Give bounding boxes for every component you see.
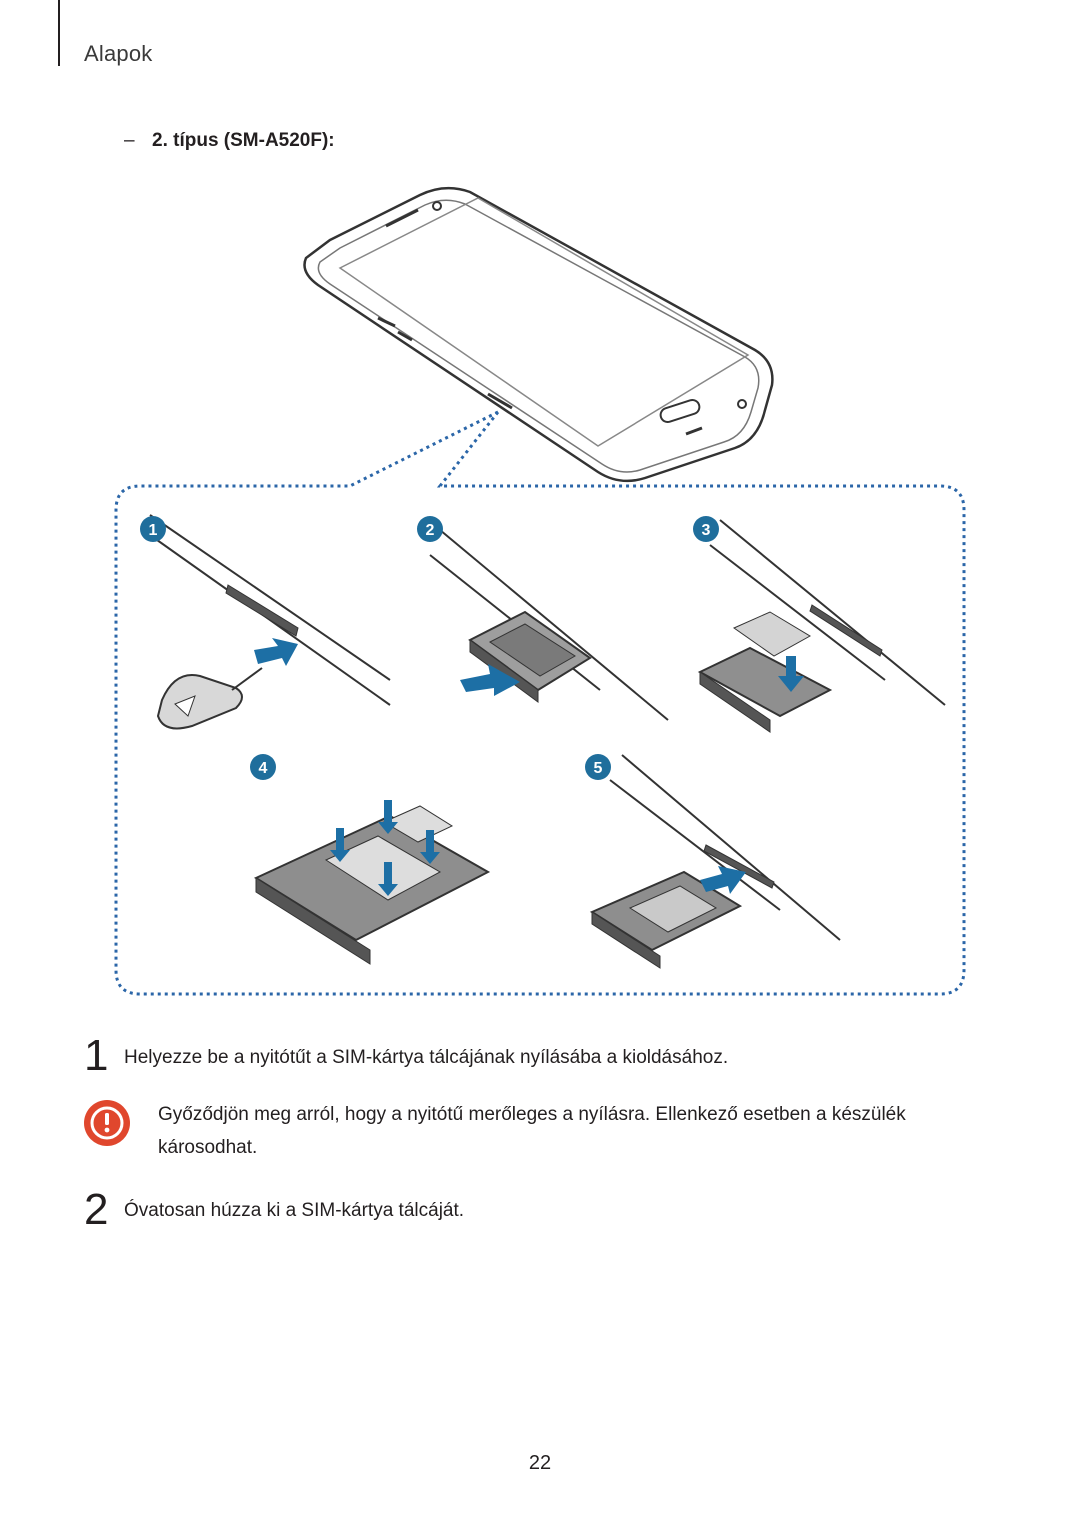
- page-number: 22: [528, 1452, 552, 1474]
- phone-illustration: [303, 186, 774, 483]
- svg-text:3: 3: [702, 522, 711, 539]
- step-badge-2: 2: [417, 516, 443, 542]
- step-5-illustration: [589, 754, 841, 969]
- pull-arrow-icon: [460, 664, 520, 696]
- step-4-illustration: [253, 800, 491, 965]
- step-2-illustration: [429, 529, 669, 721]
- place-arrow-icon-a: [330, 828, 350, 862]
- place-arrow-icon-b: [378, 800, 398, 834]
- svg-text:2: 2: [426, 522, 435, 539]
- step-badges: 1 2 3 4 5: [140, 516, 719, 780]
- caution-icon: [84, 1100, 130, 1146]
- section-title: Alapok: [84, 41, 153, 66]
- step-badge-3: 3: [693, 516, 719, 542]
- svg-text:5: 5: [594, 760, 603, 777]
- subheading: –2. típus (SM-A520F):: [124, 130, 335, 152]
- insert-arrow-icon: [254, 638, 298, 666]
- step-number-1: 1: [84, 1031, 109, 1080]
- step-badge-1: 1: [140, 516, 166, 542]
- subheading-suffix: ):: [321, 130, 335, 151]
- svg-text:1: 1: [149, 522, 158, 539]
- step-1-illustration: [149, 514, 391, 730]
- step-badge-5: 5: [585, 754, 611, 780]
- detail-callout-border: [114, 410, 966, 996]
- place-arrow-icon: [778, 656, 804, 692]
- subheading-dash: –: [124, 130, 135, 151]
- sim-tray-illustration: 1 2 3 4 5: [114, 186, 966, 996]
- place-arrow-icon-d: [378, 862, 398, 896]
- step-badge-4: 4: [250, 754, 276, 780]
- svg-text:4: 4: [259, 760, 268, 777]
- subheading-prefix: 2. típus (: [152, 130, 231, 151]
- place-arrow-icon-c: [420, 830, 440, 864]
- step-text-2: Óvatosan húzza ki a SIM-kártya tálcáját.: [124, 1200, 465, 1221]
- step-text-1: Helyezze be a nyitótűt a SIM-kártya tálc…: [124, 1047, 729, 1068]
- warning-text: Győződjön meg arról, hogy a nyitótű merő…: [158, 1104, 906, 1158]
- step-3-illustration: [697, 519, 946, 733]
- push-arrow-icon: [700, 866, 746, 894]
- subheading-model: SM-A520F: [230, 130, 322, 151]
- step-number-2: 2: [84, 1185, 109, 1234]
- header-rule: [58, 0, 60, 66]
